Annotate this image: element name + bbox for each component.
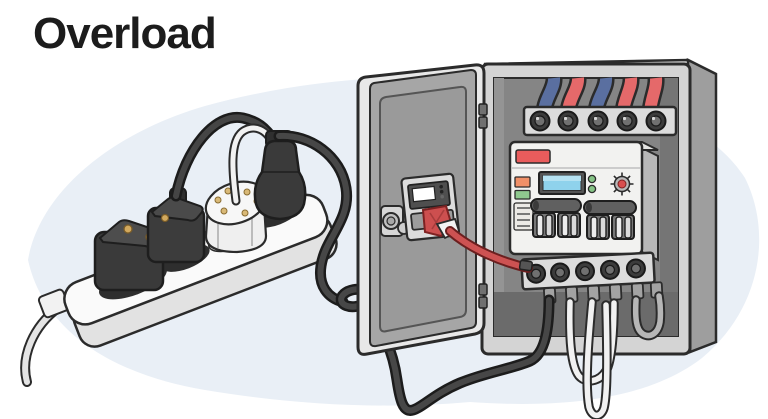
plug-to-panel: [253, 130, 307, 221]
plug-pin-gold: [160, 213, 170, 223]
plug-pin-gold: [123, 224, 133, 234]
test-cable: [421, 204, 533, 273]
led-green: [587, 174, 597, 184]
main-power-cable: [273, 130, 555, 416]
breaker-unit: [508, 140, 659, 262]
breaker-panel: [480, 57, 718, 419]
white-long-cable: [584, 299, 610, 419]
status-orange-label: [514, 176, 531, 188]
trip-indicator: [610, 172, 634, 196]
meter-screen: [411, 185, 437, 203]
breaker-switches-right: [583, 200, 637, 240]
page-title: Overload: [33, 9, 217, 58]
top-terminal-strip: [522, 105, 678, 137]
lcd-display: [538, 171, 586, 195]
meter-button: [439, 184, 443, 189]
white-loop-cable: [567, 299, 617, 384]
bottom-terminal-strip: [520, 251, 664, 305]
breaker-switches-left: [530, 198, 582, 238]
gray-loop-cable: [632, 293, 664, 339]
meter-button: [440, 194, 444, 199]
indicator-red: [617, 179, 627, 189]
door-hinges: [478, 103, 488, 309]
panel-right-face: [686, 57, 718, 354]
led-green: [587, 184, 597, 194]
door-latch: [380, 205, 411, 237]
multi-socket-adapter: [204, 123, 282, 254]
panel-door: [356, 63, 488, 356]
cable-ferrule: [518, 259, 533, 272]
output-cables: [565, 291, 666, 419]
top-terminals: [529, 110, 667, 132]
meter-button: [439, 189, 444, 194]
status-green-label: [514, 189, 531, 200]
power-strip: [20, 111, 338, 387]
alert-label: [515, 149, 551, 164]
